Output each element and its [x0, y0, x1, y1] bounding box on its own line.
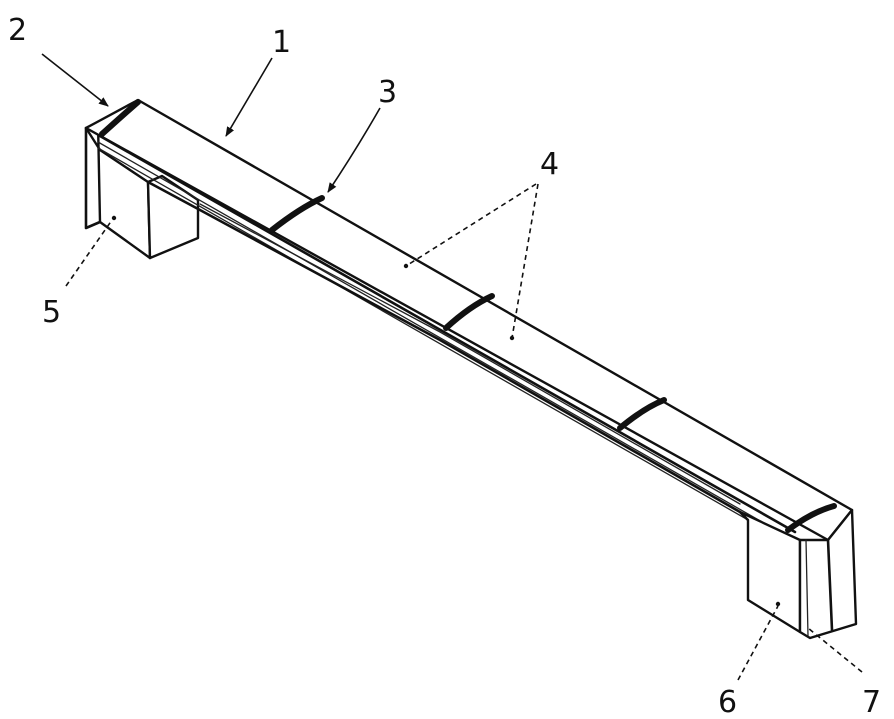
band-left-end [99, 99, 141, 137]
leader-2 [41, 53, 109, 107]
top-bar-surface [84, 98, 854, 542]
leader-7 [807, 627, 863, 673]
callout-7: 7 [862, 685, 881, 719]
bar-underside-edge [146, 180, 750, 522]
dot-4b [509, 335, 515, 341]
leader-5 [65, 219, 113, 287]
callout-2: 2 [8, 13, 27, 48]
callout-4: 4 [540, 147, 559, 182]
leader-3 [327, 107, 381, 193]
callout-3: 3 [378, 75, 397, 110]
band-3 [269, 195, 325, 233]
reference-dots [111, 215, 781, 607]
leader-lines [41, 53, 863, 681]
right-leg-side-face [738, 510, 802, 634]
dot-5 [111, 215, 117, 221]
dot-4a [403, 263, 409, 269]
callout-5: 5 [42, 295, 61, 330]
band-right-middle [617, 397, 667, 431]
leader-4b [511, 183, 539, 339]
leader-6 [737, 605, 779, 681]
band-right-end [785, 503, 837, 533]
leader-1 [225, 57, 273, 137]
right-end-cap-line [805, 539, 809, 637]
handle-body [84, 98, 858, 640]
bar-front-edge [98, 134, 797, 534]
band-middle [443, 293, 495, 331]
callout-labels: 2 1 3 4 5 6 7 [8, 13, 881, 719]
leader-4a [405, 183, 537, 267]
dot-6 [775, 601, 781, 607]
callout-1: 1 [272, 25, 291, 60]
callout-6: 6 [718, 685, 737, 719]
